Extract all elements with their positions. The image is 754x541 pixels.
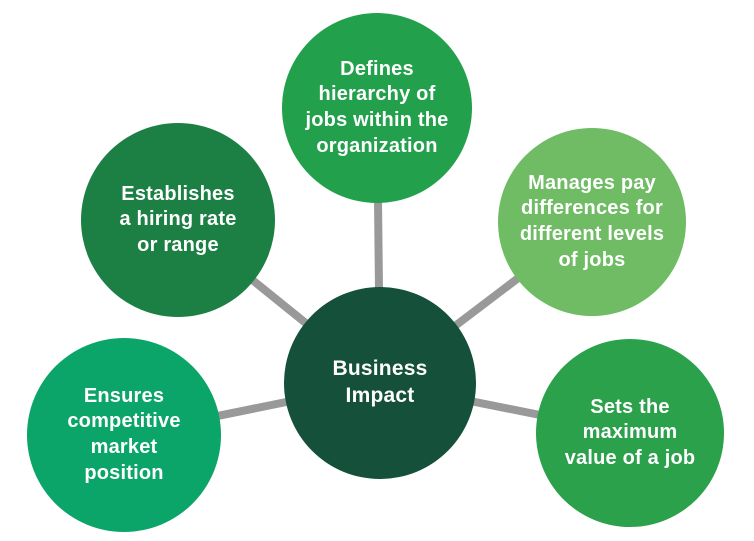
node-sets-maximum-value-label: Sets the maximum value of a job <box>564 395 696 469</box>
node-defines-hierarchy: Defines hierarchy of jobs within the org… <box>282 13 472 203</box>
node-business-impact-label: Business Impact <box>332 357 428 407</box>
node-establishes-hiring-rate: Establishes a hiring rate or range <box>81 123 275 317</box>
node-business-impact: Business Impact <box>284 287 476 479</box>
node-establishes-hiring-rate-label: Establishes a hiring rate or range <box>119 182 237 256</box>
node-ensures-competitive-label: Ensures competitive market position <box>67 384 181 484</box>
node-manages-pay-differences-label: Manages pay differences for different le… <box>519 171 665 271</box>
node-defines-hierarchy-label: Defines hierarchy of jobs within the org… <box>305 57 449 157</box>
node-sets-maximum-value: Sets the maximum value of a job <box>536 339 724 527</box>
node-manages-pay-differences: Manages pay differences for different le… <box>498 128 686 316</box>
node-ensures-competitive: Ensures competitive market position <box>27 338 221 532</box>
